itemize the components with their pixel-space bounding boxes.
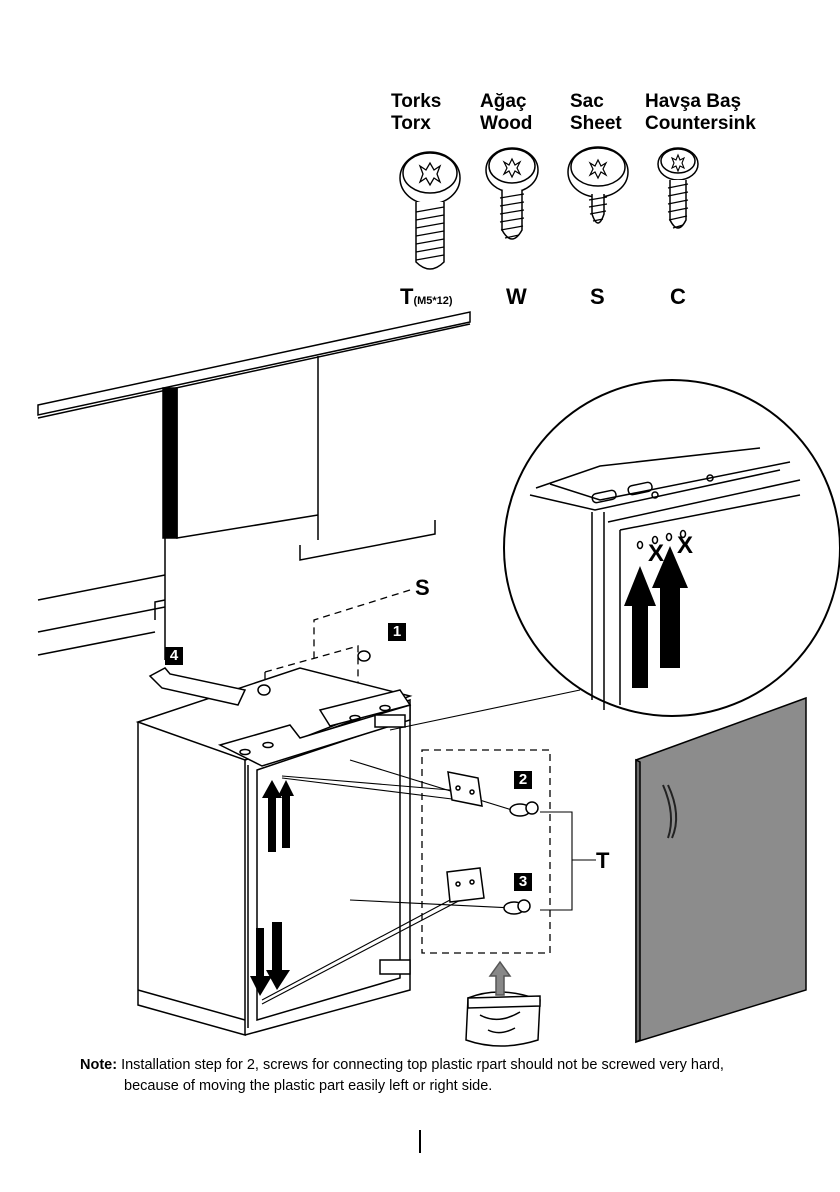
up-arrows-icon [262,780,294,852]
note-text-1: Installation step for 2, screws for conn… [121,1057,724,1073]
screw-code-torx-size: (M5*12) [413,295,452,307]
kitchen-cabinet [38,312,470,660]
wood-screw-icon [486,148,538,239]
screw-sheet-en: Sheet [570,113,622,135]
callout-x-1: X [648,540,664,568]
screw-torx-en: Torx [391,113,441,135]
screw-wood-label: Ağaç Wood [480,91,532,135]
callout-s: S [415,575,430,601]
screw-code-torx-letter: T [400,284,413,309]
screw-wood-en: Wood [480,113,532,135]
step-badge-2: 2 [514,771,532,789]
screw-bag-icon [466,992,540,1046]
torx-screw-icon [400,152,460,269]
note-line-2: because of moving the plastic part easil… [80,1076,820,1097]
down-arrows-icon [250,922,290,996]
screw-code-sheet: S [590,284,605,310]
step-badge-1: 1 [388,623,406,641]
step-badge-4: 4 [165,647,183,665]
guide-lines [265,590,550,953]
screw-code-torx: T(M5*12) [400,284,453,310]
screw-countersink-label: Havşa Baş Countersink [645,91,756,135]
screw-code-countersink: C [670,284,686,310]
sheet-screw-icon [568,147,628,223]
door-panel [636,698,806,1042]
screw-code-wood: W [506,284,527,310]
bag-up-arrow-icon [490,962,510,995]
screw-torx-label: Torks Torx [391,91,441,135]
callout-x-2: X [677,532,693,560]
screw-countersink-tr: Havşa Baş [645,91,756,113]
installation-note: Note: Installation step for 2, screws fo… [80,1055,820,1097]
screw-sheet-tr: Sac [570,91,622,113]
screw-countersink-en: Countersink [645,113,756,135]
screw-torx-tr: Torks [391,91,441,113]
note-line-1: Note: Installation step for 2, screws fo… [80,1055,820,1076]
callout-t: T [596,848,609,874]
screw-wood-tr: Ağaç [480,91,532,113]
step-badge-3: 3 [514,873,532,891]
screw-sheet-label: Sac Sheet [570,91,622,135]
countersink-screw-icon [658,148,698,228]
note-label: Note: [80,1057,117,1073]
